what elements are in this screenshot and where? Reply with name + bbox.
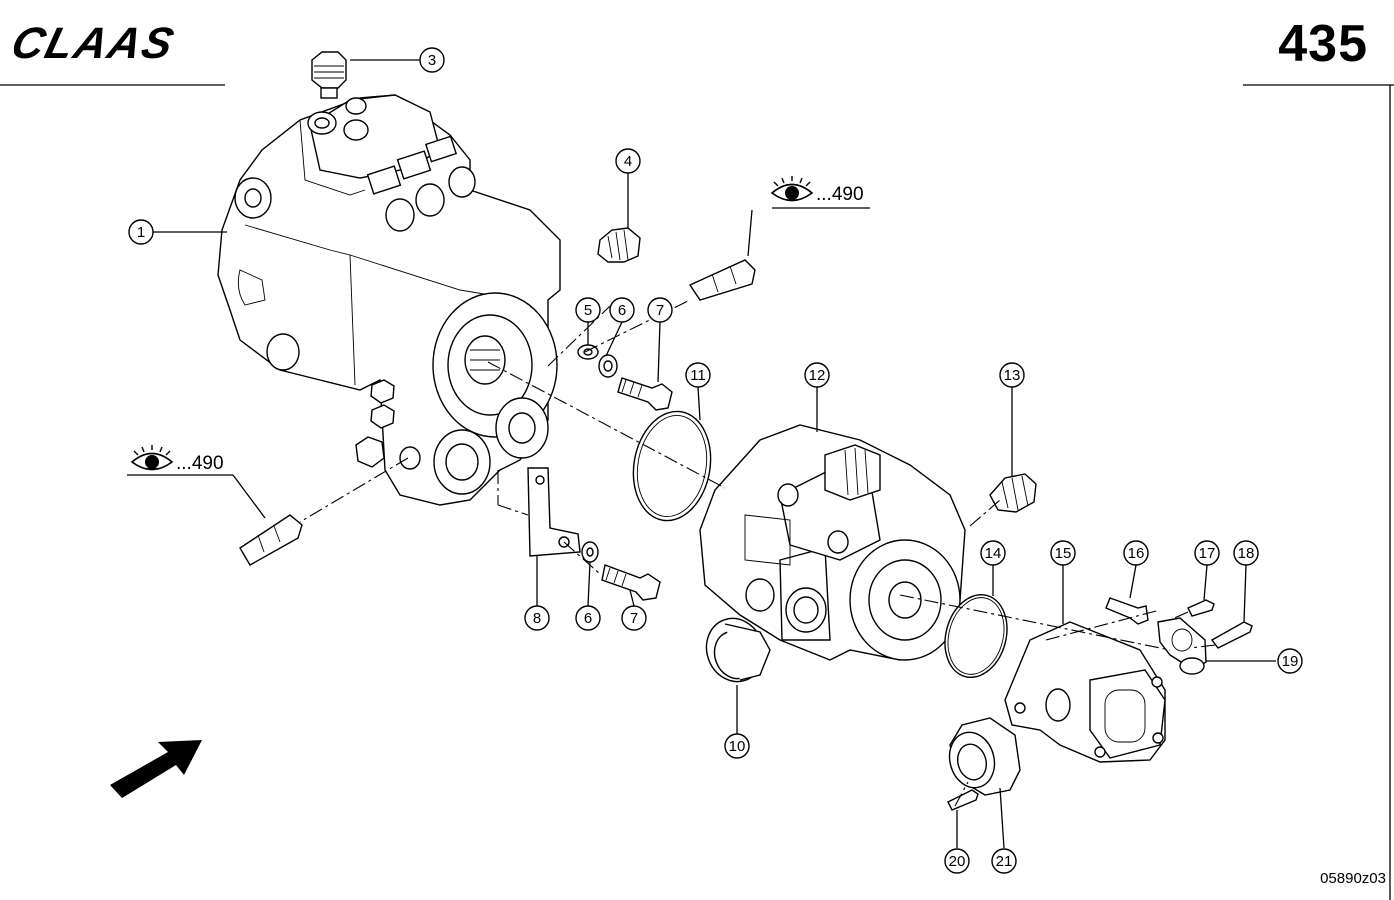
callout-7-lower: 7 <box>621 605 647 631</box>
main-pump-housing <box>217 94 561 506</box>
sensor-upper <box>688 209 756 301</box>
callout-11: 11 <box>685 362 711 388</box>
svg-text:7: 7 <box>656 302 664 319</box>
callout-15: 15 <box>1050 540 1076 566</box>
frame-lines <box>0 84 1394 900</box>
callout-17: 17 <box>1194 540 1220 566</box>
part-15-gear-pump <box>1004 621 1166 763</box>
callout-5: 5 <box>575 297 601 323</box>
svg-text:21: 21 <box>996 853 1013 870</box>
part-4-fitting <box>597 227 641 263</box>
callout-8: 8 <box>524 605 550 631</box>
callout-6: 6 <box>609 297 635 323</box>
callout-14: 14 <box>980 540 1006 566</box>
callout-21: 21 <box>991 848 1017 874</box>
callout-4: 4 <box>615 148 641 174</box>
svg-text:4: 4 <box>624 153 632 170</box>
part-10-fitting <box>705 617 771 683</box>
callout-18: 18 <box>1233 540 1259 566</box>
drawing-code: 05890z03 <box>1320 870 1386 887</box>
svg-text:1: 1 <box>137 224 145 241</box>
svg-text:6: 6 <box>618 302 626 319</box>
fasteners-upper <box>577 344 673 411</box>
callout-7: 7 <box>647 297 673 323</box>
svg-text:3: 3 <box>428 52 436 69</box>
part-13-fitting <box>989 473 1037 513</box>
bracket-part-8 <box>527 467 661 601</box>
svg-text:6: 6 <box>584 610 592 627</box>
svg-text:17: 17 <box>1199 545 1216 562</box>
part-21-flange <box>948 717 1021 796</box>
part-11-o-ring <box>632 410 712 522</box>
part-16-bolt <box>1105 597 1149 625</box>
callout-19: 19 <box>1277 648 1303 674</box>
callout-13: 13 <box>999 362 1025 388</box>
callout-3: 3 <box>419 47 445 73</box>
brand-logo: CLAAS <box>14 22 180 64</box>
part-14-o-ring <box>944 593 1008 679</box>
svg-text:7: 7 <box>630 610 638 627</box>
svg-text:5: 5 <box>584 302 592 319</box>
brand-logo-text: CLAAS <box>14 22 180 64</box>
svg-text:12: 12 <box>809 367 826 384</box>
part-17-screw <box>1187 599 1215 617</box>
eye-icon <box>130 445 174 471</box>
svg-text:11: 11 <box>690 367 706 384</box>
svg-text:10: 10 <box>729 738 746 755</box>
svg-text:13: 13 <box>1004 367 1021 384</box>
callout-12: 12 <box>804 362 830 388</box>
reference-upper: ...490 <box>770 176 864 205</box>
leader-lines <box>127 59 1276 849</box>
callout-6-lower: 6 <box>575 605 601 631</box>
svg-text:8: 8 <box>533 610 541 627</box>
direction-arrow-icon <box>110 740 202 798</box>
svg-text:20: 20 <box>949 853 966 870</box>
reference-lower: ...490 <box>130 445 224 474</box>
callout-1: 1 <box>128 219 154 245</box>
reference-text: ...490 <box>816 184 864 205</box>
assembly-axes <box>299 299 1216 807</box>
callout-16: 16 <box>1123 540 1149 566</box>
page-number: 435 <box>1278 15 1368 73</box>
part-18-screw <box>1210 621 1253 649</box>
svg-text:14: 14 <box>985 545 1002 562</box>
sensor-lower <box>239 514 303 566</box>
callout-10: 10 <box>724 733 750 759</box>
part-19-flange <box>1157 617 1207 675</box>
eye-icon <box>770 176 814 202</box>
svg-text:19: 19 <box>1282 653 1299 670</box>
svg-text:16: 16 <box>1128 545 1145 562</box>
part-20-screw <box>947 789 979 811</box>
callout-20: 20 <box>944 848 970 874</box>
part-3-plug <box>311 51 347 99</box>
second-pump-housing <box>699 424 966 661</box>
callout-markers: 1 3 4 5 6 7 8 6 7 10 11 12 13 14 15 16 1… <box>128 47 1303 874</box>
reference-text: ...490 <box>176 453 224 474</box>
svg-text:15: 15 <box>1055 545 1072 562</box>
svg-text:18: 18 <box>1238 545 1255 562</box>
